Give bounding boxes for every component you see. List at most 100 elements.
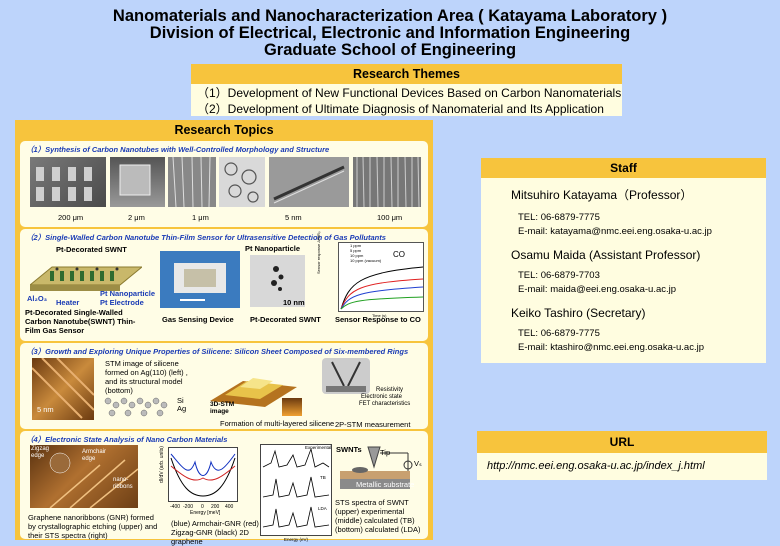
staff-name-2: Osamu Maida (Assistant Professor) bbox=[511, 248, 701, 262]
topic-2-title: （2）Single-Walled Carbon Nanotube Thin-Fi… bbox=[26, 233, 386, 242]
energy-axis-label: Energy [meV] bbox=[190, 510, 221, 516]
gnr-stm-image bbox=[30, 445, 139, 509]
research-themes-title: Research Themes bbox=[191, 64, 622, 84]
staff-email-2[interactable]: E-mail: maida@eei.eng.osaka-u.ac.jp bbox=[518, 284, 677, 295]
scale-label-2: 2 μm bbox=[128, 213, 145, 222]
legend-10ppm: 10 ppm bbox=[350, 253, 364, 258]
gnr-sts-plot bbox=[168, 447, 238, 502]
staff-email-1[interactable]: E-mail: katayama@nmc.eei.eng.osaka-u.ac.… bbox=[518, 226, 712, 237]
pt-decorated-label: Pt-Decorated SWNT bbox=[250, 315, 321, 324]
sensor-response-chart bbox=[338, 242, 424, 312]
co-label: CO bbox=[393, 250, 405, 259]
zigzag-edge-label: Zigzag edge bbox=[31, 446, 50, 459]
research-topics-box: Research Topics （1）Synthesis of Carbon N… bbox=[15, 120, 433, 546]
chart-xaxis-label: Time (s) bbox=[372, 313, 387, 318]
staff-name-1: Mitsuhiro Katayama（Professor） bbox=[511, 188, 693, 202]
scale-label-3: 1 μm bbox=[192, 213, 209, 222]
staff-tel-2: TEL: 06-6879-7703 bbox=[518, 270, 600, 281]
staff-email-3[interactable]: E-mail: ktashiro@nmc.eei.eng.osaka-u.ac.… bbox=[518, 342, 705, 353]
legend-1ppm: 1 ppm bbox=[350, 243, 362, 248]
swnts-label: SWNTs bbox=[336, 445, 362, 454]
silicene-model-image bbox=[102, 393, 174, 423]
tip-label: Tip bbox=[380, 448, 391, 457]
gnr-plot-caption: (blue) Armchair-GNR (red) Zigzag-GNR (bl… bbox=[171, 519, 259, 546]
scale-label-4: 5 nm bbox=[285, 213, 302, 222]
research-topics-title: Research Topics bbox=[174, 123, 274, 137]
3d-stm-label: 3D-STM image bbox=[210, 401, 235, 415]
research-themes-box: Research Themes （1）Development of New Fu… bbox=[191, 64, 622, 116]
gas-sensing-device-image bbox=[160, 251, 240, 308]
pt-swnt-label: Pt-Decorated SWNT bbox=[56, 245, 127, 254]
silicene-stm-image bbox=[31, 357, 95, 420]
lda-label: LDA bbox=[318, 506, 327, 511]
legend-5ppm: 5 ppm bbox=[350, 248, 362, 253]
chart-yaxis-label: Sensor response ΔR/R₀ bbox=[316, 231, 321, 274]
topic-3-title: （3）Growth and Exploring Unique Propertie… bbox=[26, 347, 409, 356]
cnt-network-image bbox=[219, 157, 265, 207]
ag-legend: Ag bbox=[177, 404, 187, 413]
2p-stm-label: 2P-STM measurement bbox=[335, 420, 411, 429]
topic-4-title: （4）Electronic State Analysis of Nano Car… bbox=[26, 435, 228, 444]
sts-caption: STS spectra of SWNT (upper) experimental… bbox=[335, 498, 421, 534]
theme-item-1: （1）Development of New Functional Devices… bbox=[197, 86, 622, 100]
heater-label: Heater bbox=[56, 298, 80, 307]
cnt-pillar-array-image bbox=[30, 157, 106, 207]
page-title-line1: Nanomaterials and Nanocharacterization A… bbox=[112, 7, 668, 25]
topic-3-panel: （3）Growth and Exploring Unique Propertie… bbox=[20, 343, 428, 429]
url-link[interactable]: http://nmc.eei.eng.osaka-u.ac.jp/index_j… bbox=[487, 460, 705, 472]
staff-name-3: Keiko Tashiro (Secretary) bbox=[511, 306, 646, 320]
staff-box: Staff Mitsuhiro Katayama（Professor） TEL:… bbox=[481, 158, 766, 363]
device-caption: Pt-Decorated Single-Walled Carbon Nanotu… bbox=[25, 308, 136, 335]
armchair-edge-label: Armchair edge bbox=[82, 449, 107, 462]
gnr-xtick-5: 400 bbox=[225, 504, 234, 510]
scale-10nm-label: 10 nm bbox=[283, 298, 305, 307]
gnr-xtick-3: 0 bbox=[201, 504, 204, 510]
topic-1-panel: （1）Synthesis of Carbon Nanotubes with We… bbox=[20, 141, 428, 227]
url-box: URL http://nmc.eei.eng.osaka-u.ac.jp/ind… bbox=[477, 431, 767, 480]
vs-label: Vₛ bbox=[414, 459, 422, 468]
fet-label: FET characteristics bbox=[359, 401, 411, 407]
al2o3-label: Al₂O₃ bbox=[27, 294, 48, 303]
sts-setup-diagram bbox=[338, 445, 422, 493]
legend-10ppm-vacuum: 10 ppm (vacuum) bbox=[350, 258, 382, 263]
swnt-sts-plot bbox=[260, 444, 332, 536]
topic-1-title: （1）Synthesis of Carbon Nanotubes with We… bbox=[26, 145, 330, 154]
pt-nanoparticle-img-label: Pt Nanoparticle bbox=[245, 244, 301, 253]
silicene-3d-stm-image bbox=[205, 363, 300, 408]
gas-sensing-device-label: Gas Sensing Device bbox=[162, 315, 234, 324]
scale-label-5: 100 μm bbox=[377, 213, 403, 222]
experimental-label: Experimental bbox=[305, 445, 332, 450]
pt-nanoparticle-tem-image bbox=[250, 255, 305, 307]
sensor-schematic-image bbox=[28, 255, 144, 293]
tb-label: TB bbox=[320, 475, 326, 480]
cnt-block-image bbox=[110, 157, 165, 207]
theme-item-2: （2）Development of Ultimate Diagnosis of … bbox=[197, 102, 604, 116]
cnt-cross-section-image bbox=[168, 156, 216, 208]
cnt-tem-image bbox=[269, 157, 349, 207]
staff-tel-1: TEL: 06-6879-7775 bbox=[518, 212, 600, 223]
metallic-substrate-label: Metallic substrate bbox=[356, 480, 415, 489]
staff-tel-3: TEL: 06-6879-7775 bbox=[518, 328, 600, 339]
page-title-line3: Graduate School of Engineering bbox=[263, 41, 517, 59]
cnt-forest-image bbox=[353, 156, 421, 208]
topic-2-panel: （2）Single-Walled Carbon Nanotube Thin-Fi… bbox=[20, 229, 428, 341]
pt-electrode-label: Pt Electrode bbox=[100, 298, 144, 307]
electronic-state-label: Electronic state bbox=[361, 394, 403, 400]
topic-4-panel: （4）Electronic State Analysis of Nano Car… bbox=[20, 431, 428, 546]
scale-label-1: 200 μm bbox=[58, 213, 84, 222]
silicene-inset-image bbox=[282, 398, 302, 416]
nanoribbons-label: nano-ribbons bbox=[113, 477, 133, 490]
formation-caption: Formation of multi-layered silicene bbox=[220, 419, 335, 428]
gnr-caption: Graphene nanoribbons (GNR) formed by cry… bbox=[28, 513, 158, 540]
page-title-line2: Division of Electrical, Electronic and I… bbox=[149, 24, 631, 42]
si-legend: Si bbox=[177, 396, 184, 405]
staff-title: Staff bbox=[481, 158, 766, 178]
silicene-scale-label: 5 nm bbox=[37, 405, 54, 414]
gnr-xtick-4: 200 bbox=[211, 504, 220, 510]
didv-axis-label: dI/dV (arb. units) bbox=[159, 446, 165, 483]
resistivity-label: Resistivity bbox=[376, 387, 404, 393]
sensor-response-label: Sensor Response to CO bbox=[335, 315, 421, 324]
url-title: URL bbox=[477, 431, 767, 453]
gnr-xtick-2: -200 bbox=[183, 504, 194, 510]
2p-stm-apparatus-image bbox=[322, 358, 370, 394]
